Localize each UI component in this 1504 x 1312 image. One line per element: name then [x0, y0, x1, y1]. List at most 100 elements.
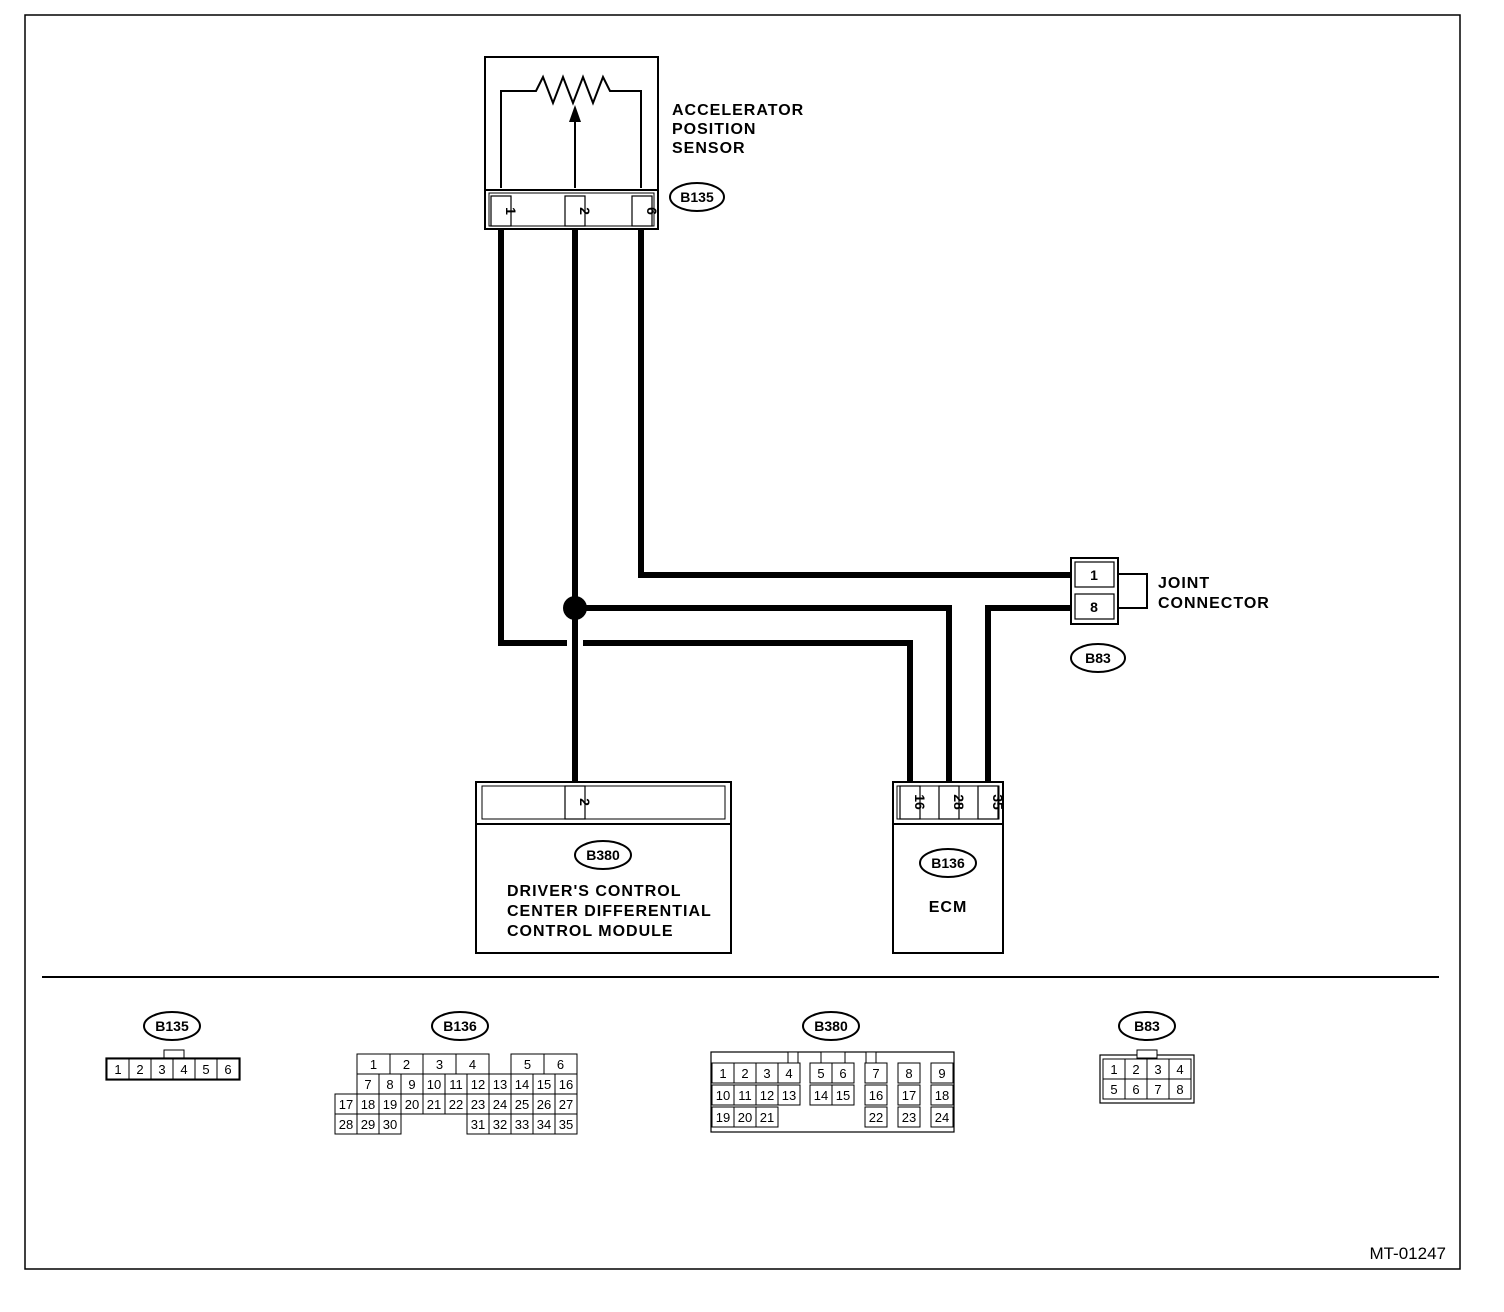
connector-cell — [897, 1062, 921, 1084]
connector-cell-number: 17 — [902, 1088, 916, 1103]
connector-cell-number: 2 — [1132, 1062, 1139, 1077]
connector-cell — [930, 1084, 954, 1106]
svg-text:B135: B135 — [155, 1018, 189, 1034]
connector-cell — [1168, 1078, 1192, 1100]
connector-latch — [787, 1051, 799, 1064]
wire-sensor1-ecm16 — [498, 229, 567, 646]
connector-cell — [554, 1113, 578, 1135]
figure-reference: MT-01247 — [1369, 1244, 1446, 1263]
connector-cell — [216, 1058, 240, 1080]
connector-cell-number: 12 — [760, 1088, 774, 1103]
connector-cell-number: 10 — [716, 1088, 730, 1103]
connector-cell-number: 24 — [935, 1110, 949, 1125]
sensor-pin-1: 1 — [503, 207, 519, 215]
connector-cell-number: 21 — [760, 1110, 774, 1125]
connector-cell-number: 22 — [449, 1097, 463, 1112]
connector-cell-number: 15 — [537, 1077, 551, 1092]
connector-cell — [831, 1084, 855, 1106]
connector-cell — [831, 1062, 855, 1084]
connector-cell-number: 9 — [408, 1077, 415, 1092]
connector-cell-number: 6 — [1132, 1082, 1139, 1097]
wires — [498, 229, 1074, 781]
connector-cell-number: 5 — [524, 1057, 531, 1072]
accelerator-position-sensor: 1 2 6 — [484, 56, 660, 230]
dccd-label-line2: CENTER DIFFERENTIAL — [507, 903, 712, 920]
connector-cell-number: 14 — [515, 1077, 529, 1092]
connector-cell-number: 8 — [905, 1066, 912, 1081]
sensor-connector-tag: B135 — [669, 182, 725, 212]
sensor-pin-2: 2 — [577, 207, 593, 215]
connector-cell — [378, 1113, 402, 1135]
svg-text:B136: B136 — [443, 1018, 477, 1034]
connector-cell-number: 18 — [935, 1088, 949, 1103]
connector-cell — [930, 1106, 954, 1128]
connector-cell-number: 20 — [738, 1110, 752, 1125]
connector-cell-number: 8 — [1176, 1082, 1183, 1097]
connector-cell-number: 26 — [537, 1097, 551, 1112]
connector-cell-number: 2 — [136, 1062, 143, 1077]
connector-cell-number: 3 — [1154, 1062, 1161, 1077]
connector-cell-number: 32 — [493, 1117, 507, 1132]
joint-connector: 1 8 — [1070, 557, 1148, 625]
connector-cell-number: 29 — [361, 1117, 375, 1132]
connector-cell-number: 7 — [364, 1077, 371, 1092]
connector-cell-number: 20 — [405, 1097, 419, 1112]
connector-cell-number: 18 — [361, 1097, 375, 1112]
connector-latch — [1136, 1049, 1158, 1059]
connector-cell-number: 21 — [427, 1097, 441, 1112]
joint-pin-1: 1 — [1090, 567, 1098, 583]
connector-cell-number: 14 — [814, 1088, 828, 1103]
potentiometer-icon — [500, 74, 642, 188]
ecm-pin-35: 35 — [990, 794, 1006, 810]
connector-cell-number: 16 — [869, 1088, 883, 1103]
sensor-label-line3: SENSOR — [672, 140, 746, 157]
connector-cell-number: 33 — [515, 1117, 529, 1132]
connector-cell-number: 5 — [202, 1062, 209, 1077]
connector-cell-number: 1 — [719, 1066, 726, 1081]
connector-cell-number: 5 — [817, 1066, 824, 1081]
connector-cell-number: 8 — [386, 1077, 393, 1092]
joint-label-line2: CONNECTOR — [1158, 595, 1270, 612]
joint-connector-tag: B83 — [1070, 643, 1126, 673]
connector-cell-number: 3 — [158, 1062, 165, 1077]
joint-pin-8: 8 — [1090, 599, 1098, 615]
connector-cell-number: 6 — [557, 1057, 564, 1072]
connector-outline — [105, 1057, 241, 1081]
ecm-connector-tag: B136 — [931, 855, 965, 871]
connector-cell-number: 4 — [1176, 1062, 1183, 1077]
connector-cell — [897, 1106, 921, 1128]
svg-text:B83: B83 — [1134, 1018, 1160, 1034]
connector-cell-number: 1 — [370, 1057, 377, 1072]
connector-cell-number: 7 — [872, 1066, 879, 1081]
connector-cell-number: 34 — [537, 1117, 551, 1132]
ecm-pin-16: 16 — [912, 794, 928, 810]
connector-cell-number: 4 — [180, 1062, 187, 1077]
connector-cell-number: 11 — [738, 1088, 752, 1103]
connector-cell — [864, 1084, 888, 1106]
connector-cell-number: 4 — [785, 1066, 792, 1081]
sensor-label-line1: ACCELERATOR — [672, 102, 804, 119]
wire-sensor1-ecm16-b — [583, 640, 913, 781]
diagram-frame — [24, 14, 1461, 1270]
dccd-label-line3: CONTROL MODULE — [507, 923, 674, 940]
sensor-pin-6: 6 — [644, 207, 660, 215]
connector-cell — [864, 1106, 888, 1128]
connector-cell-number: 17 — [339, 1097, 353, 1112]
connector-cell-number: 22 — [869, 1110, 883, 1125]
connector-latch — [865, 1051, 877, 1064]
connector-cell-number: 3 — [436, 1057, 443, 1072]
connector-cell — [755, 1106, 779, 1128]
connector-cell-number: 27 — [559, 1097, 573, 1112]
connector-cell-number: 30 — [383, 1117, 397, 1132]
connector-cell-number: 9 — [938, 1066, 945, 1081]
connector-cell-number: 13 — [782, 1088, 796, 1103]
connector-cell-number: 4 — [469, 1057, 476, 1072]
wire-joint8-ecm35 — [985, 605, 1074, 781]
joint-label-line1: JOINT — [1158, 575, 1210, 592]
svg-text:B83: B83 — [1085, 650, 1111, 666]
connector-cell-number: 6 — [839, 1066, 846, 1081]
connector-cell — [777, 1062, 801, 1084]
dccd-connector-tag: B380 — [586, 847, 620, 863]
